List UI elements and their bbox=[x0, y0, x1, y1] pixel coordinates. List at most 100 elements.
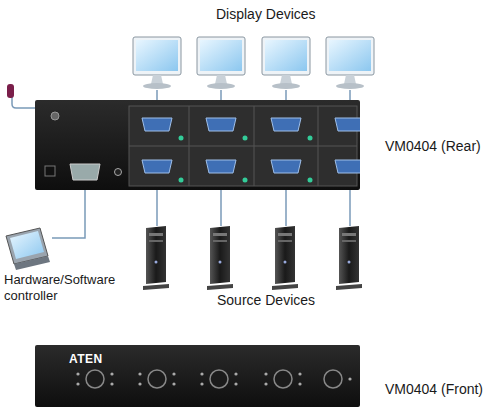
rear-panel-art bbox=[35, 100, 360, 190]
pc-tower bbox=[272, 226, 298, 290]
shape bbox=[336, 284, 362, 290]
shape bbox=[138, 372, 141, 375]
shape bbox=[264, 382, 267, 385]
shape bbox=[342, 233, 356, 236]
shape bbox=[151, 75, 163, 84]
shape bbox=[243, 136, 248, 141]
shape bbox=[272, 284, 298, 290]
push-button bbox=[210, 370, 228, 388]
shape bbox=[179, 136, 184, 141]
shape bbox=[136, 40, 178, 71]
pc-tower bbox=[207, 226, 233, 290]
push-button bbox=[274, 370, 292, 388]
shape bbox=[336, 83, 364, 89]
shape bbox=[129, 146, 357, 147]
group-label: Display Devices bbox=[216, 6, 316, 22]
node-text: VM0404 (Front) bbox=[385, 381, 483, 397]
shape bbox=[234, 372, 237, 375]
node-text: VM0404 (Rear) bbox=[385, 138, 481, 154]
shape bbox=[115, 169, 122, 176]
shape bbox=[155, 261, 158, 264]
monitor-icon bbox=[133, 37, 181, 89]
video-cable bbox=[349, 190, 351, 226]
monitor-icon bbox=[197, 37, 245, 89]
shape bbox=[280, 75, 292, 84]
video-cable bbox=[220, 190, 222, 226]
shape bbox=[278, 233, 292, 236]
shape bbox=[326, 37, 374, 75]
shape bbox=[344, 75, 356, 84]
vga-port bbox=[206, 160, 236, 173]
shape bbox=[207, 284, 233, 290]
shape bbox=[329, 40, 371, 71]
shape bbox=[298, 372, 301, 375]
shape bbox=[318, 106, 319, 186]
vga-port bbox=[271, 118, 301, 131]
monitor-icon bbox=[262, 37, 310, 89]
shape bbox=[133, 37, 181, 75]
shape bbox=[348, 377, 351, 380]
shape bbox=[179, 178, 184, 183]
shape bbox=[110, 372, 113, 375]
shape bbox=[348, 261, 351, 264]
shape bbox=[264, 372, 267, 375]
vga-port bbox=[335, 118, 360, 131]
controller-icon bbox=[6, 228, 50, 270]
shape bbox=[76, 372, 79, 375]
shape bbox=[149, 240, 163, 242]
video-cable bbox=[285, 190, 287, 226]
push-button bbox=[86, 370, 104, 388]
shape bbox=[234, 382, 237, 385]
push-button bbox=[148, 370, 166, 388]
group-label: Source Devices bbox=[217, 292, 315, 308]
shape bbox=[200, 372, 203, 375]
control-cable bbox=[52, 190, 85, 238]
shape bbox=[110, 382, 113, 385]
pc-tower bbox=[336, 226, 362, 290]
front-panel: ATENVM0404 (Front) bbox=[35, 345, 360, 407]
shape bbox=[254, 106, 255, 186]
node-text: ATEN bbox=[69, 352, 103, 366]
shape bbox=[298, 382, 301, 385]
push-button bbox=[324, 370, 342, 388]
shape bbox=[339, 226, 359, 284]
shape bbox=[76, 382, 79, 385]
vga-port bbox=[335, 160, 360, 173]
node-text: Hardware/Software controller bbox=[4, 272, 126, 304]
controller-box: Hardware/Software controller bbox=[4, 222, 126, 304]
shape bbox=[213, 233, 227, 236]
rear-panel: VM0404 (Rear) bbox=[35, 100, 360, 190]
shape bbox=[213, 240, 227, 242]
shape bbox=[143, 83, 171, 89]
shape bbox=[278, 240, 292, 242]
shape bbox=[262, 37, 310, 75]
video-cable bbox=[156, 190, 158, 226]
shape bbox=[308, 136, 313, 141]
shape bbox=[45, 166, 55, 176]
shape bbox=[129, 106, 357, 186]
vga-port bbox=[142, 118, 172, 131]
shape bbox=[243, 178, 248, 183]
shape bbox=[200, 382, 203, 385]
vga-port bbox=[271, 160, 301, 173]
shape bbox=[146, 226, 166, 284]
shape bbox=[219, 261, 222, 264]
shape bbox=[284, 261, 287, 264]
vga-port bbox=[142, 160, 172, 173]
shape bbox=[189, 106, 190, 186]
shape bbox=[265, 40, 307, 71]
shape bbox=[207, 83, 235, 89]
shape bbox=[172, 372, 175, 375]
shape bbox=[342, 240, 356, 242]
shape bbox=[308, 178, 313, 183]
shape bbox=[200, 40, 242, 71]
vga-port bbox=[206, 118, 236, 131]
shape bbox=[272, 83, 300, 89]
shape bbox=[210, 226, 230, 284]
shape bbox=[197, 37, 245, 75]
shape bbox=[275, 226, 295, 284]
monitor-icon bbox=[326, 37, 374, 89]
shape bbox=[149, 233, 163, 236]
shape bbox=[51, 112, 59, 120]
pc-tower bbox=[143, 226, 169, 290]
